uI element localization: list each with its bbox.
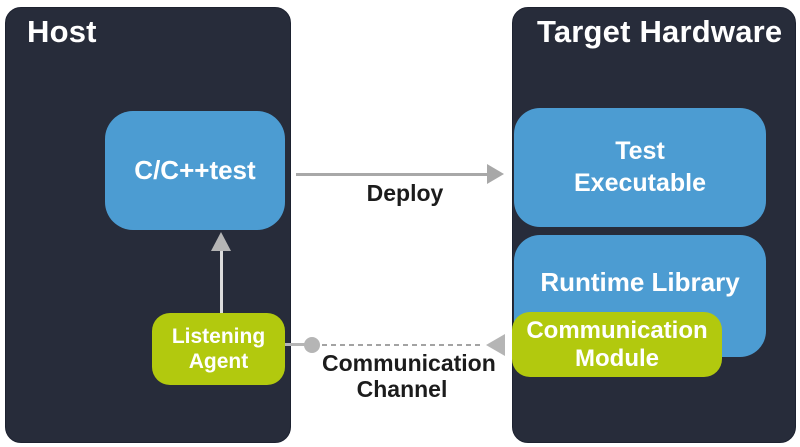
agent-to-cpptest-arrow-line	[220, 250, 223, 313]
listening-agent-label-line2: Agent	[188, 350, 249, 373]
communication-module-box: Communication Module	[512, 312, 722, 377]
target-hardware-panel-title: Target Hardware	[537, 14, 783, 49]
communication-module-label-line2: Module	[575, 344, 659, 372]
deploy-arrowhead-icon	[487, 164, 504, 184]
communication-channel-dot-icon	[304, 337, 320, 353]
runtime-library-label: Runtime Library	[540, 267, 740, 297]
host-panel-title: Host	[27, 14, 97, 49]
communication-channel-dashed-line	[322, 344, 482, 346]
test-executable-label-line1: Test	[615, 137, 665, 166]
listening-agent-label-line1: Listening	[171, 324, 266, 348]
deploy-label: Deploy	[366, 180, 444, 206]
listening-agent-box: Listening Agent	[152, 313, 285, 385]
runtime-library-box: Runtime Library	[514, 235, 766, 357]
communication-module-label-line1: Communication	[526, 316, 708, 344]
communication-channel-label-line1: Communication	[322, 350, 496, 376]
cpptest-label: C/C++test	[134, 155, 256, 185]
agent-to-cpptest-arrowhead-icon	[211, 232, 231, 251]
test-executable-label-line2: Executable	[573, 168, 706, 197]
communication-channel-arrowhead-icon	[486, 334, 505, 356]
communication-channel-stub-line	[285, 343, 306, 346]
communication-channel-label-line2: Channel	[356, 376, 448, 403]
communication-channel-label: Communication Channel	[322, 350, 496, 403]
cpptest-box: C/C++test	[105, 111, 285, 230]
test-executable-box: Test Executable	[514, 108, 766, 227]
deploy-arrow-line	[296, 173, 488, 176]
